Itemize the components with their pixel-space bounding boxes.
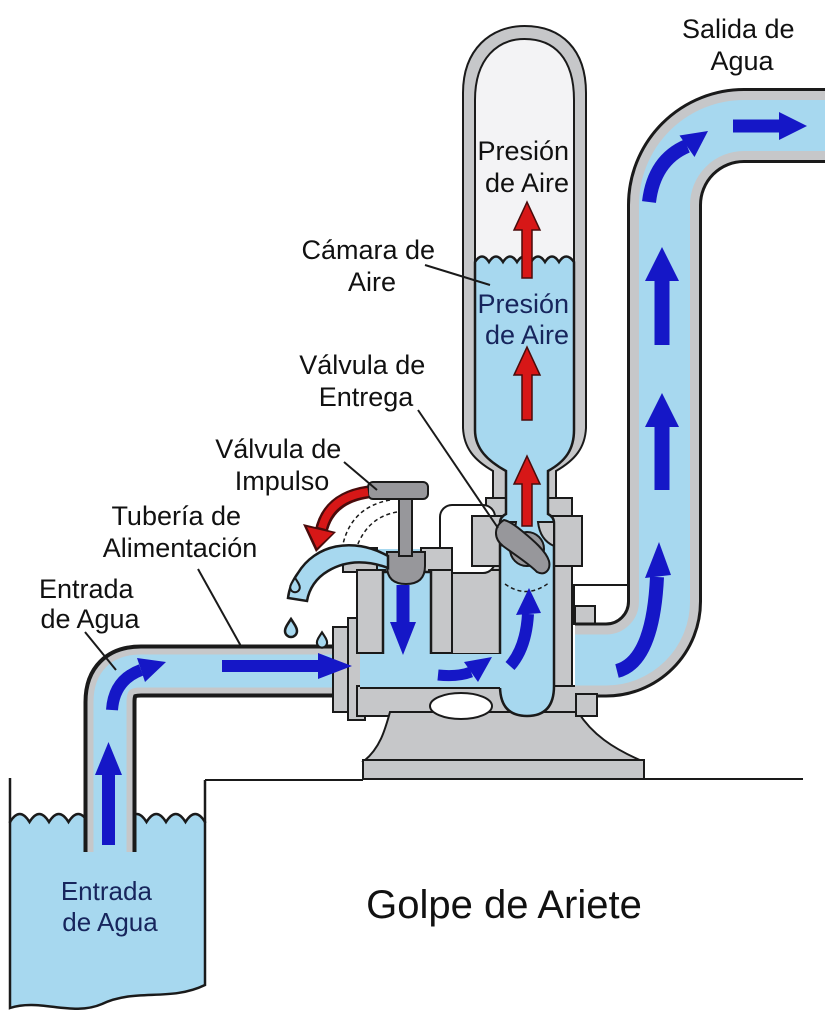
flow-arrow-impulse-down	[390, 585, 416, 655]
impulse-valve-cap	[367, 481, 429, 500]
impulse-valve-stem	[398, 497, 413, 557]
pedestal-hole	[429, 692, 493, 720]
pointer-impulso	[343, 461, 378, 491]
outlet-flange-bottom	[575, 693, 598, 717]
delivery-valve-flap	[495, 518, 551, 575]
label-presion-de-aire-bottom: Presión de Aire	[477, 289, 576, 350]
flow-arrow-riser-up-2	[645, 393, 679, 490]
label-tuberia-de-alimentacion: Tubería de Alimentación	[103, 501, 258, 563]
flow-arrow-elbow-shaft	[106, 664, 144, 711]
valve-motion-arrowhead	[307, 527, 333, 548]
label-salida-de-agua: Salida de Agua	[682, 14, 802, 76]
label-valvula-de-impulso: Válvula de Impulso	[215, 434, 349, 496]
flow-arrow-riser-up-1	[645, 247, 679, 345]
pointer-entrada	[84, 631, 117, 671]
pressure-arrow-water	[512, 345, 542, 421]
diagram-title: Golpe de Ariete	[366, 883, 642, 927]
label-camara-de-aire: Cámara de Aire	[301, 235, 442, 297]
flow-arrow-outlet-right	[733, 112, 807, 140]
pressure-arrow-valve	[512, 454, 542, 527]
pointer-entrega	[417, 409, 499, 529]
water-droplet-1	[289, 575, 301, 594]
label-presion-de-aire-top: Presión de Aire	[477, 136, 576, 198]
labels: Salida de Agua Presión de Aire Cámara de…	[39, 14, 802, 937]
body-mid-block	[451, 569, 501, 655]
label-entrada-de-agua: Entrada de Agua	[39, 574, 141, 634]
water-droplet-3	[315, 630, 329, 649]
valve-motion-arrow	[318, 488, 369, 530]
delivery-valve	[495, 454, 555, 593]
pressure-arrow-air	[512, 200, 542, 279]
waste-water-jet	[286, 543, 390, 603]
flow-arrow-channel-head	[464, 657, 492, 682]
valve-seat-corner-right	[536, 521, 555, 548]
pointer-lines	[84, 264, 499, 671]
flow-arrow-tank-up	[95, 742, 122, 845]
valve-travel-dash	[504, 581, 551, 593]
flow-arrow-passage-shaft	[505, 613, 534, 670]
flow-arrow-bend-shaft	[642, 139, 691, 204]
label-entrada-de-agua-tank: Entrada de Agua	[61, 876, 159, 937]
flow-arrow-feed-right	[222, 653, 352, 679]
flow-arrow-passage-head	[516, 588, 541, 615]
flow-arrow-riser-curve-head	[645, 542, 671, 578]
outlet-flange-top	[574, 605, 596, 625]
flow-arrow-elbow-head	[137, 658, 166, 682]
pointer-camara	[424, 264, 491, 286]
pointer-tuberia	[197, 568, 243, 649]
flow-arrow-bend-head	[679, 131, 708, 157]
flow-arrow-channel-shaft	[437, 666, 473, 682]
flow-arrow-riser-curve-shaft	[614, 576, 664, 678]
flow-arrows	[95, 112, 807, 845]
impulse-chamber-wall-left	[356, 569, 386, 654]
impulse-valve-disc	[386, 551, 426, 586]
water-droplet-2	[283, 616, 299, 639]
label-valvula-de-entrega: Válvula de Entrega	[299, 350, 433, 412]
impulse-valve	[283, 481, 429, 649]
base-plate	[362, 759, 645, 780]
impulse-chamber-wall-right	[428, 569, 453, 654]
